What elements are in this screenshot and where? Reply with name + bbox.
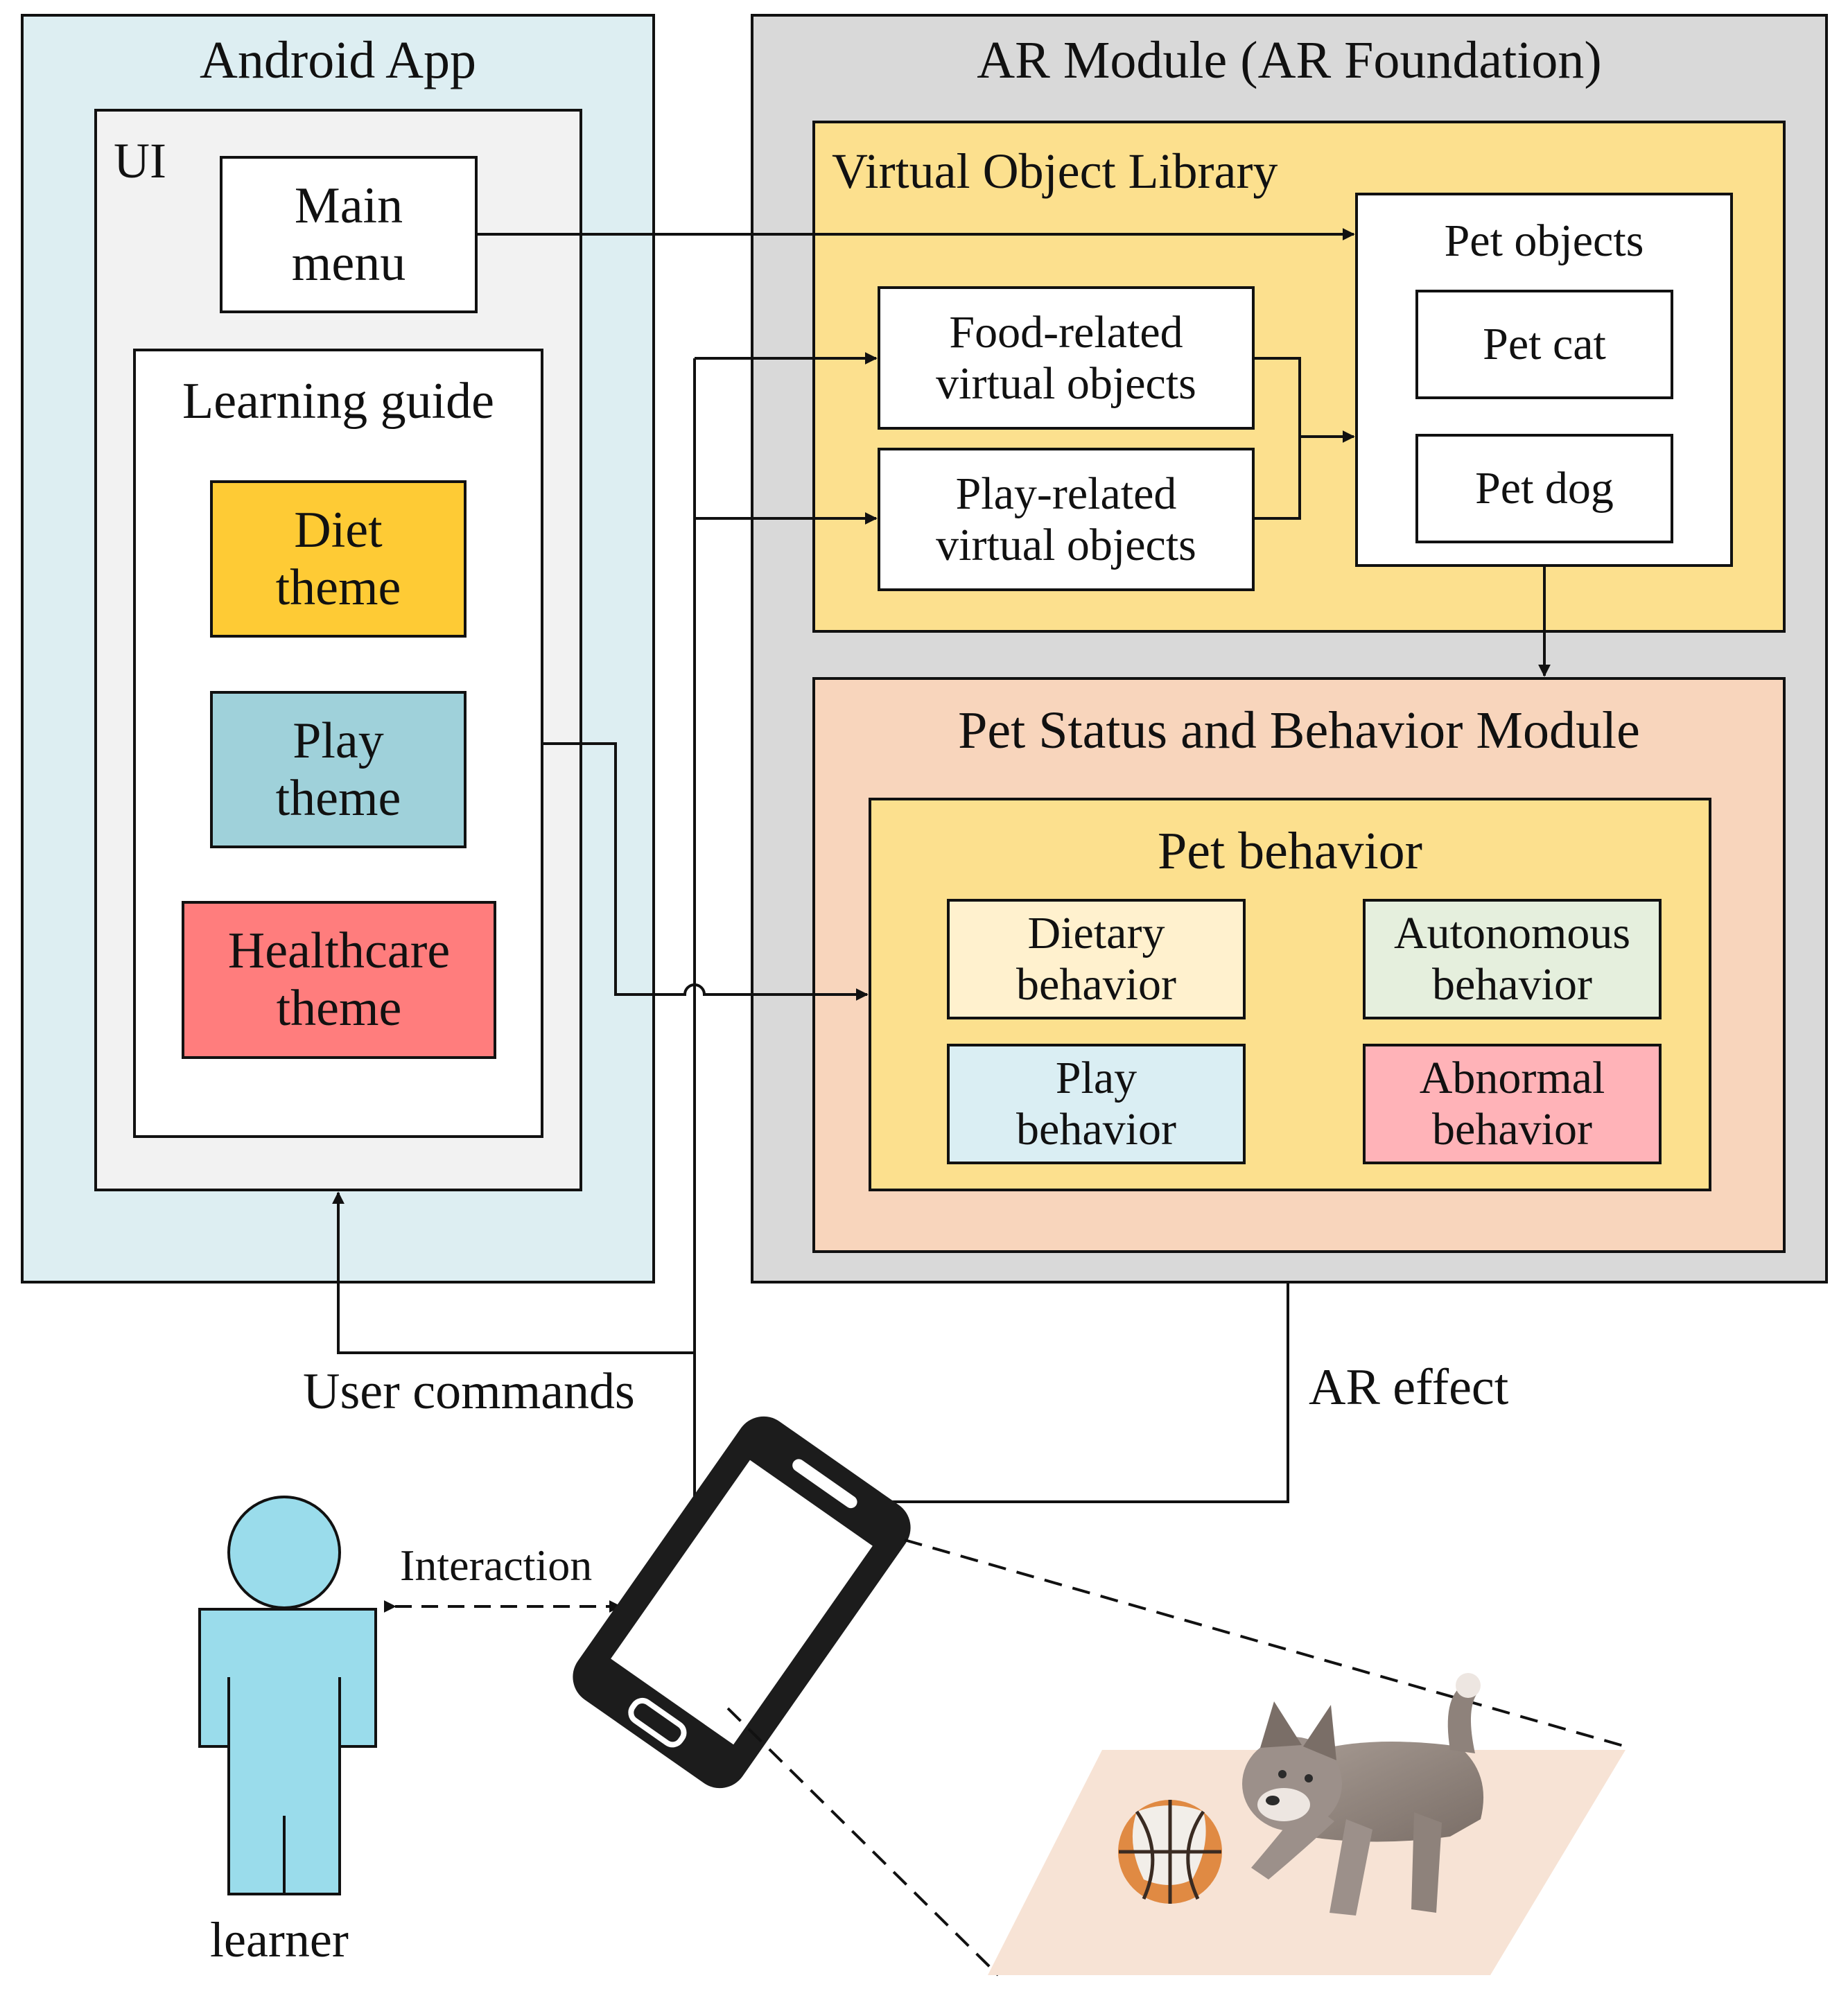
learner-label: learner — [210, 1912, 349, 1968]
dietary-behavior-box: Dietary behavior — [947, 899, 1246, 1019]
basketball-icon — [1118, 1800, 1222, 1904]
dietary-behavior-line-2: behavior — [1016, 959, 1176, 1010]
virtual-object-library-title: Virtual Object Library — [832, 143, 1278, 199]
puppy-icon — [1242, 1673, 1484, 1916]
diet-theme-box: Diet theme — [210, 480, 467, 638]
play-related-line-1: Play-related — [955, 468, 1177, 519]
food-related-objects-box: Food-related virtual objects — [878, 286, 1255, 430]
ar-effect-label: AR effect — [1309, 1359, 1509, 1416]
projection-line-bottom — [726, 1707, 1000, 1977]
abnormal-behavior-line-2: behavior — [1432, 1104, 1592, 1155]
healthcare-theme-line-1: Healthcare — [227, 922, 451, 980]
arrow-ar-effect-to-phone — [869, 1283, 1289, 1508]
pet-cat-label: Pet cat — [1483, 319, 1606, 370]
play-theme-line-2: theme — [275, 769, 401, 827]
pet-behavior-title: Pet behavior — [1157, 822, 1422, 880]
food-related-line-1: Food-related — [949, 306, 1183, 358]
dietary-behavior-line-1: Dietary — [1027, 908, 1165, 959]
autonomous-behavior-line-2: behavior — [1432, 959, 1592, 1010]
play-related-objects-box: Play-related virtual objects — [878, 448, 1255, 591]
pet-dog-label: Pet dog — [1475, 463, 1614, 514]
play-theme-box: Play theme — [210, 691, 467, 848]
healthcare-theme-line-2: theme — [276, 980, 402, 1037]
main-menu-line-1: Main — [294, 177, 403, 234]
main-menu-line-2: menu — [291, 234, 406, 292]
arrow-learning-guide-to-pet-behavior — [543, 742, 869, 1001]
ui-label: UI — [114, 133, 166, 189]
arrow-commands-to-ui — [332, 1191, 695, 1354]
user-commands-label: User commands — [303, 1363, 635, 1420]
pet-status-module-title: Pet Status and Behavior Module — [958, 701, 1640, 760]
smartphone-icon — [573, 1416, 911, 1789]
projection-line-top — [904, 1539, 1626, 1748]
autonomous-behavior-box: Autonomous behavior — [1363, 899, 1662, 1019]
learner-icon — [198, 1496, 377, 1895]
ar-scene-illustration — [988, 1673, 1625, 1975]
play-theme-line-1: Play — [293, 712, 384, 769]
main-menu-box: Main menu — [220, 156, 478, 313]
play-behavior-line-1: Play — [1055, 1053, 1137, 1104]
interaction-label: Interaction — [400, 1541, 593, 1590]
pet-objects-title: Pet objects — [1444, 216, 1644, 266]
ar-module-title: AR Module (AR Foundation) — [977, 31, 1602, 89]
abnormal-behavior-box: Abnormal behavior — [1363, 1044, 1662, 1164]
play-related-line-2: virtual objects — [936, 519, 1196, 570]
diet-theme-line-2: theme — [275, 559, 401, 616]
android-app-title: Android App — [200, 31, 476, 89]
pet-cat-box: Pet cat — [1415, 290, 1673, 399]
food-objects-connector — [1255, 357, 1301, 520]
diet-theme-line-1: Diet — [294, 501, 383, 559]
play-behavior-line-2: behavior — [1016, 1104, 1176, 1155]
healthcare-theme-box: Healthcare theme — [182, 901, 496, 1059]
food-related-line-2: virtual objects — [936, 358, 1196, 409]
play-behavior-box: Play behavior — [947, 1044, 1246, 1164]
learning-guide-title: Learning guide — [182, 373, 494, 430]
abnormal-behavior-line-1: Abnormal — [1419, 1053, 1605, 1104]
autonomous-behavior-line-1: Autonomous — [1393, 908, 1631, 959]
pet-dog-box: Pet dog — [1415, 434, 1673, 543]
